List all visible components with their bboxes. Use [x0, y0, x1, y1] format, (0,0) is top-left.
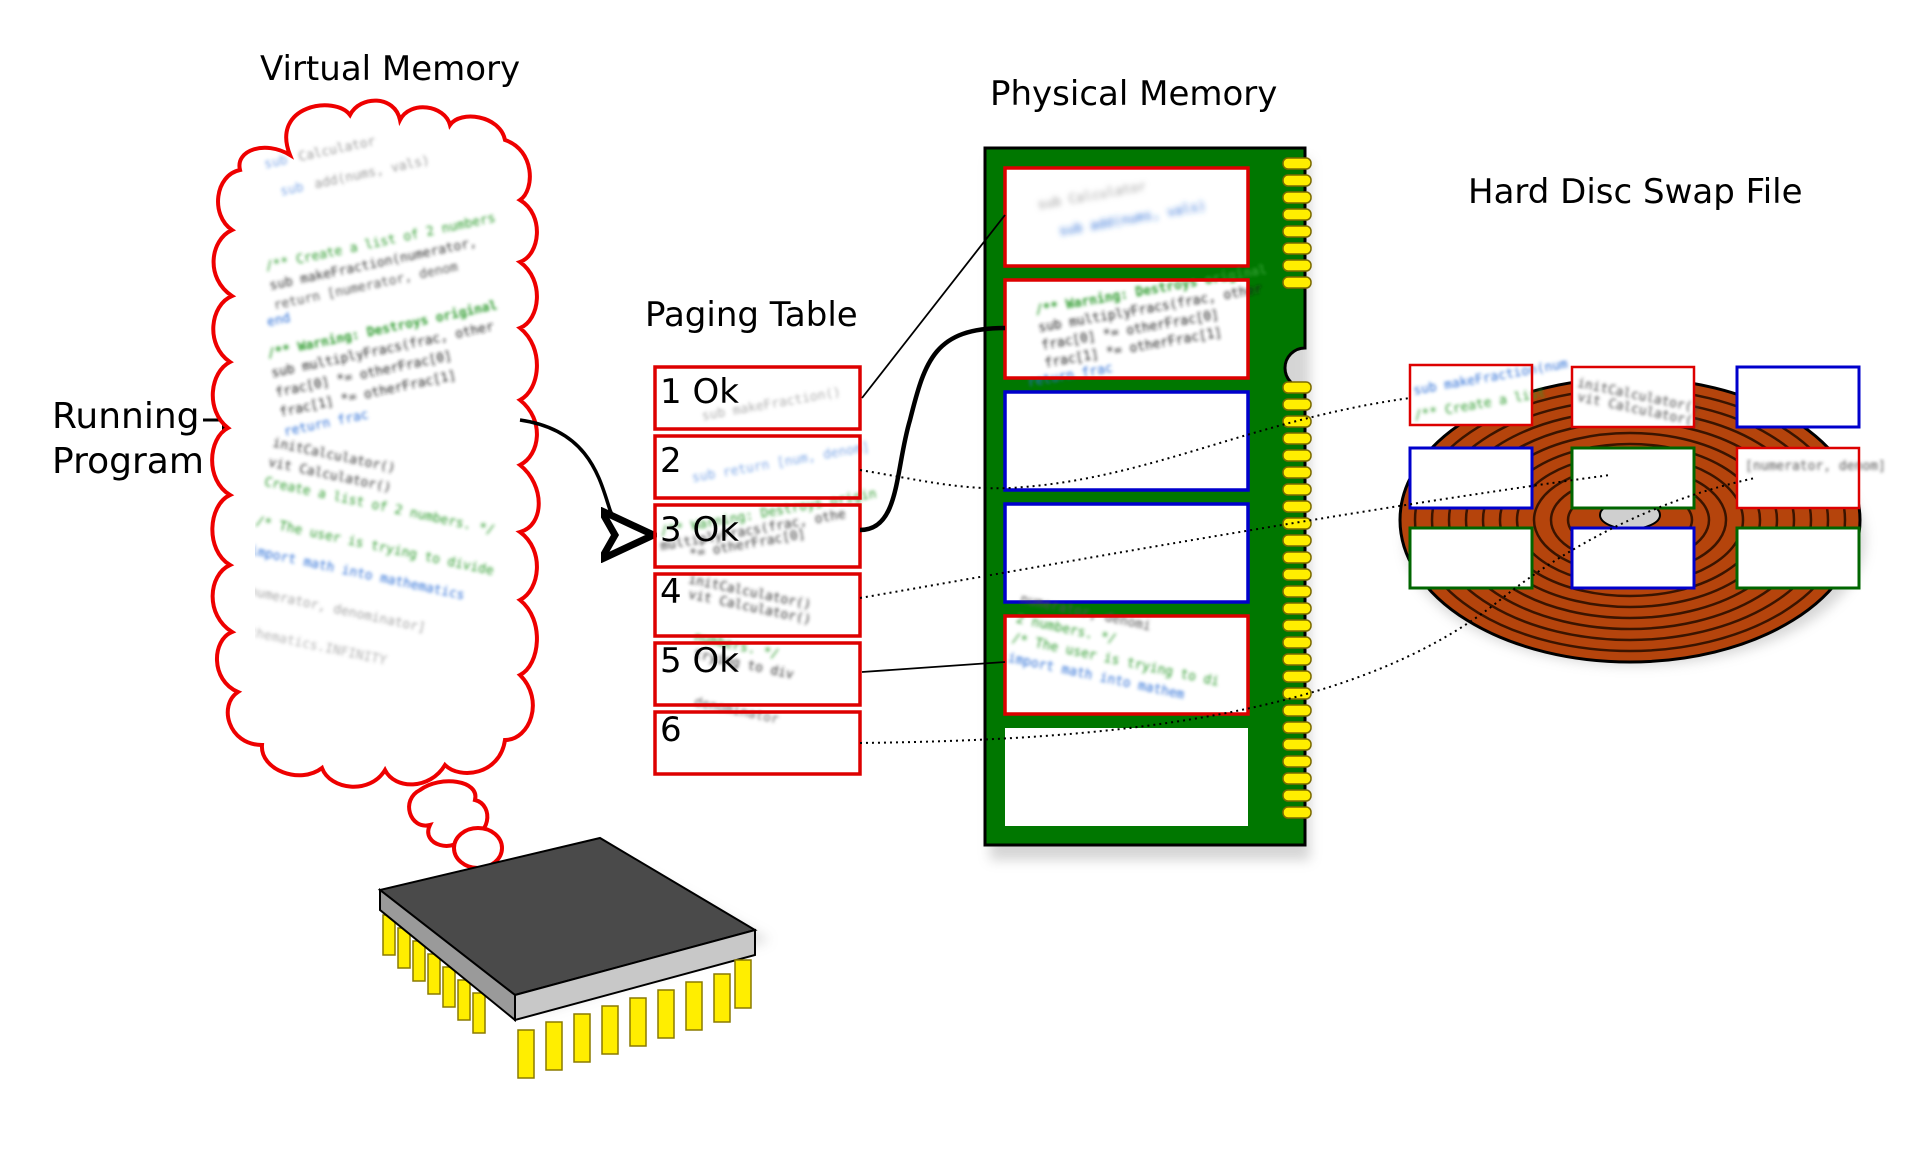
svg-text:1 Ok: 1 Ok	[660, 372, 739, 412]
swap-block-free	[1570, 526, 1696, 590]
swap-block-disk	[1735, 526, 1861, 590]
running-program-label-line2: Program	[52, 441, 204, 482]
lookup-arrow	[519, 418, 650, 535]
ram-frame-free	[1003, 502, 1250, 604]
swap-block-disk	[1408, 526, 1534, 590]
page-entry: 5 Ok	[653, 641, 862, 707]
svg-text:2: 2	[660, 441, 682, 481]
ram-frame-free	[1003, 390, 1250, 492]
page-entry: 1 Ok	[653, 365, 862, 431]
svg-text:sub: sub	[263, 153, 289, 173]
running-program-label-line1: Running	[52, 396, 200, 437]
swap-block-free	[1408, 446, 1534, 510]
ram-frame: sub Calculator sub add(nums, vals)	[1003, 166, 1250, 268]
swap-block-disk	[1570, 446, 1696, 510]
virtual-memory-title: Virtual Memory	[260, 49, 520, 89]
ram-frame-empty	[1005, 728, 1248, 826]
swap-block: [numerator, denom]	[1735, 446, 1886, 510]
svg-text:4: 4	[660, 572, 682, 612]
paging-table-title: Paging Table	[645, 295, 858, 335]
swap-file-title: Hard Disc Swap File	[1468, 172, 1803, 212]
ram-frame: /** Warning: Destroys original sub multi…	[1003, 263, 1268, 391]
paging-table: sub makeFraction() sub return [num, deno…	[653, 365, 878, 776]
physical-memory-title: Physical Memory	[990, 74, 1277, 114]
page-entry: 2	[653, 434, 862, 500]
svg-text:3 Ok: 3 Ok	[660, 510, 739, 550]
ram-module-icon: sub Calculator sub add(nums, vals) /** W…	[983, 146, 1312, 860]
hard-disc-platter-icon: sub makeFraction(num /** Create a list i…	[1398, 357, 1886, 665]
svg-text:6: 6	[660, 710, 682, 750]
svg-text:5 Ok: 5 Ok	[660, 641, 739, 681]
svg-text:sub: sub	[279, 180, 305, 200]
swap-block-free	[1735, 365, 1861, 429]
svg-text:[numerator, denom]: [numerator, denom]	[1745, 459, 1886, 474]
page-mapping-lines	[859, 214, 1756, 744]
page-entry: 3 Ok	[653, 503, 862, 569]
svg-text:sub return [num, denom]: sub return [num, denom]	[691, 440, 871, 486]
swap-block: initCalculator() vit Calculator()	[1570, 365, 1702, 431]
page-entry: 4	[653, 572, 862, 638]
svg-text:end: end	[266, 311, 292, 331]
cpu-chip-icon	[377, 836, 770, 1079]
